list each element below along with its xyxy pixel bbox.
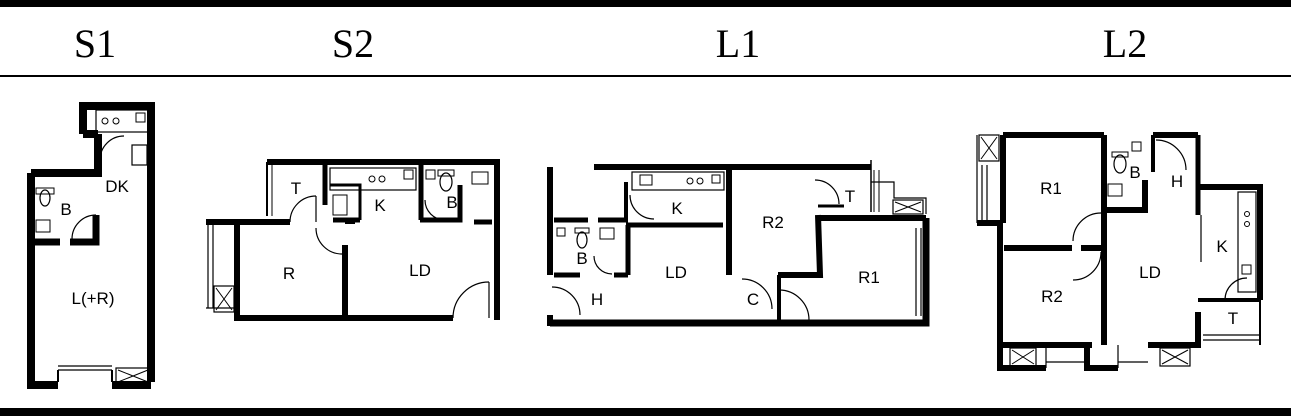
room-label-s2-k: K [374,196,386,215]
room-label-l1-ld: LD [665,263,687,282]
room-label-s1-lr: L(+R) [72,289,115,308]
room-label-s2-r: R [283,264,295,283]
room-label-l1-c: C [747,290,759,309]
table-header-rule [0,75,1291,77]
room-label-l1-b: B [576,249,587,268]
room-label-l1-h: H [591,290,603,309]
room-label-l2-r2: R2 [1041,287,1063,306]
room-label-l2-ld: LD [1139,263,1161,282]
column-header-s1: S1 [73,21,117,66]
column-header-s2: S2 [331,21,375,66]
room-label-l2-b: B [1129,163,1140,182]
table-bottom-rule [0,408,1291,416]
floorplan-s2 [206,159,500,321]
room-label-l2-r1: R1 [1040,179,1062,198]
room-label-l1-k: K [671,199,683,218]
floorplan-l2 [976,132,1263,371]
room-label-s2-t: T [291,179,301,198]
table-top-rule [0,0,1291,7]
room-label-s2-b: B [446,193,457,212]
column-header-l1: L1 [715,21,761,66]
room-label-s2-ld: LD [409,261,431,280]
room-label-l2-k: K [1216,237,1228,256]
room-label-s1-dk: DK [105,177,129,196]
room-label-l1-r1: R1 [858,268,880,287]
room-label-l2-h: H [1171,172,1183,191]
room-label-s1-b: B [60,200,71,219]
column-header-l2: L2 [1102,21,1148,66]
room-label-l1-r2: R2 [762,213,784,232]
floorplan-l1 [547,160,930,327]
room-label-l2-t: T [1228,309,1238,328]
floorplan-s1 [27,102,155,389]
room-label-l1-t: T [845,187,855,206]
